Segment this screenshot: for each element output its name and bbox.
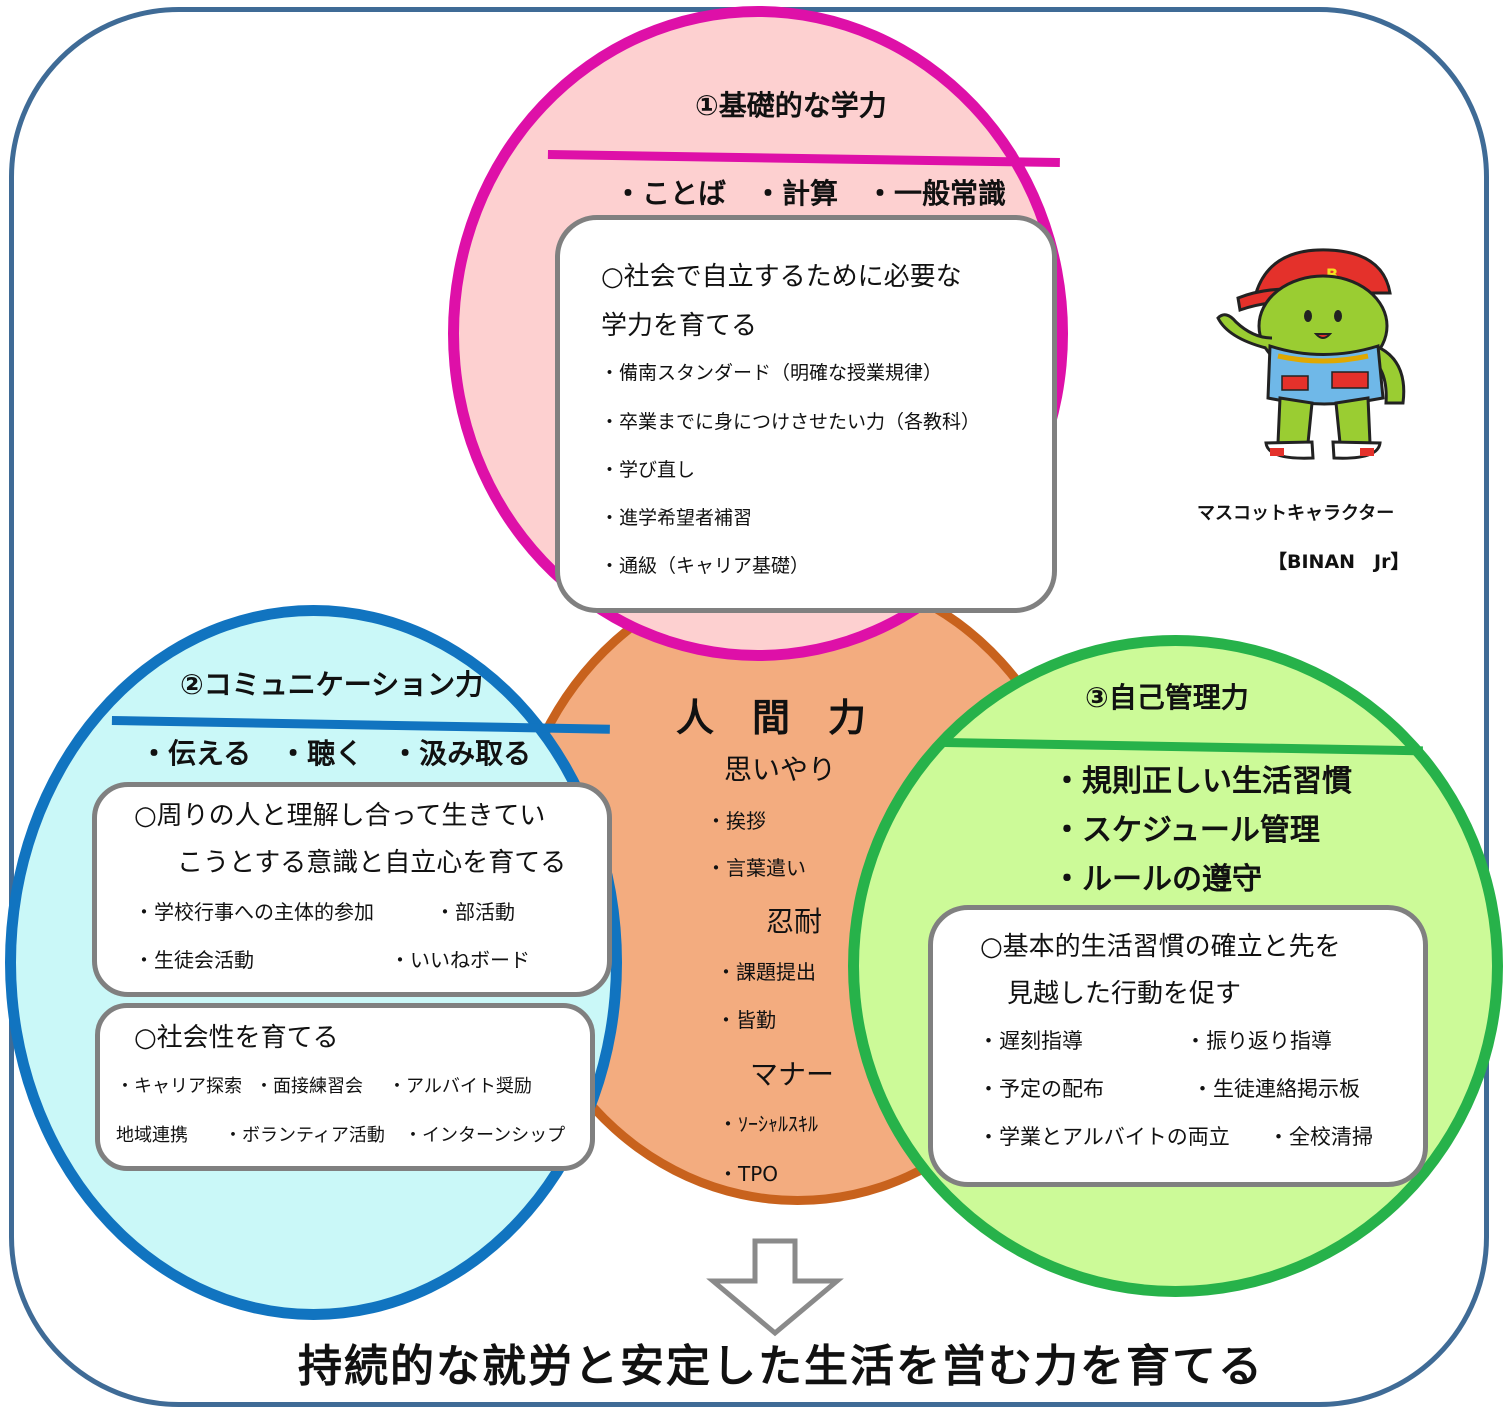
communication-item: ・生徒会活動	[134, 948, 254, 972]
human-power-item: ・皆勤	[716, 1008, 776, 1032]
human-power-title: 人 間 力	[676, 696, 867, 740]
social-item: ・キャリア探索	[116, 1076, 242, 1097]
self-management-item: ・全校清掃	[1268, 1125, 1373, 1149]
human-power-item: ・課題提出	[716, 960, 816, 984]
conclusion-text: 持続的な就労と安定した生活を営む力を育てる	[298, 1341, 1264, 1392]
academic-item: ・通級（キャリア基礎）	[600, 555, 810, 577]
communication-item: ・学校行事への主体的参加	[134, 900, 374, 924]
human-power-item: ・挨拶	[706, 809, 766, 833]
communication-goal-box	[92, 782, 612, 997]
self-management-item: ・予定の配布	[978, 1077, 1104, 1101]
communication-keywords: ・伝える ・聴く ・汲み取る	[140, 737, 532, 770]
self-management-keyword: ・ルールの遵守	[1052, 862, 1262, 897]
self-management-item: ・振り返り指導	[1185, 1029, 1332, 1053]
self-management-goal-line1: ○基本的生活習慣の確立と先を	[980, 932, 1341, 962]
human-power-heading: 忍耐	[766, 905, 823, 938]
academic-item: ・学び直し	[600, 459, 696, 481]
human-power-item: ・ｿｰｼｬﾙｽｷﾙ	[718, 1112, 818, 1136]
self-management-title: ③自己管理力	[1085, 681, 1249, 714]
human-power-heading: マナー	[750, 1058, 835, 1091]
communication-goal1-line2: こうとする意識と自立心を育てる	[177, 848, 567, 878]
human-power-heading: 思いやり	[724, 753, 837, 786]
social-item: ・面接練習会	[255, 1076, 363, 1097]
mascot-name: 【BINAN Jr】	[1268, 551, 1410, 573]
social-item: ・ボランティア活動	[224, 1125, 385, 1146]
self-management-item: ・生徒連絡掲示板	[1192, 1077, 1360, 1101]
self-management-item: ・遅刻指導	[978, 1029, 1083, 1053]
social-item: ・アルバイト奨励	[388, 1076, 532, 1097]
self-management-keyword: ・規則正しい生活習慣	[1052, 764, 1352, 799]
self-management-item: ・学業とアルバイトの両立	[978, 1125, 1230, 1149]
mascot-caption: マスコットキャラクター	[1197, 503, 1395, 524]
social-goal-title: ○社会性を育てる	[134, 1023, 339, 1053]
human-power-item: ・TPO	[718, 1162, 779, 1186]
down-arrow-icon	[706, 1238, 844, 1337]
academic-item: ・備南スタンダード（明確な授業規律）	[600, 362, 943, 384]
academic-goal-line1: ○社会で自立するために必要な	[601, 262, 962, 292]
self-management-goal-box	[928, 905, 1428, 1187]
academic-title: ①基礎的な学力	[695, 89, 887, 122]
academic-item: ・卒業までに身につけさせたい力（各教科）	[600, 411, 981, 433]
communication-item: ・部活動	[435, 900, 515, 924]
human-power-item: ・言葉遣い	[706, 856, 806, 880]
self-management-goal-line2: 見越した行動を促す	[1007, 979, 1242, 1009]
social-goal-box	[95, 1003, 595, 1171]
social-item: ・インターンシップ	[404, 1125, 566, 1146]
academic-keywords: ・ことば ・計算 ・一般常識	[614, 177, 1007, 210]
self-management-keyword: ・スケジュール管理	[1052, 813, 1320, 848]
academic-goal-box	[555, 215, 1057, 613]
academic-item: ・進学希望者補習	[600, 507, 753, 529]
academic-goal-line2: 学力を育てる	[601, 311, 758, 341]
mascot-illustration: B	[1216, 248, 1406, 460]
communication-title: ②コミュニケーション力	[180, 668, 484, 701]
social-item: 地域連携	[116, 1125, 188, 1146]
communication-goal1-line1: ○周りの人と理解し合って生きてい	[134, 801, 546, 831]
communication-item: ・いいねボード	[390, 948, 530, 972]
